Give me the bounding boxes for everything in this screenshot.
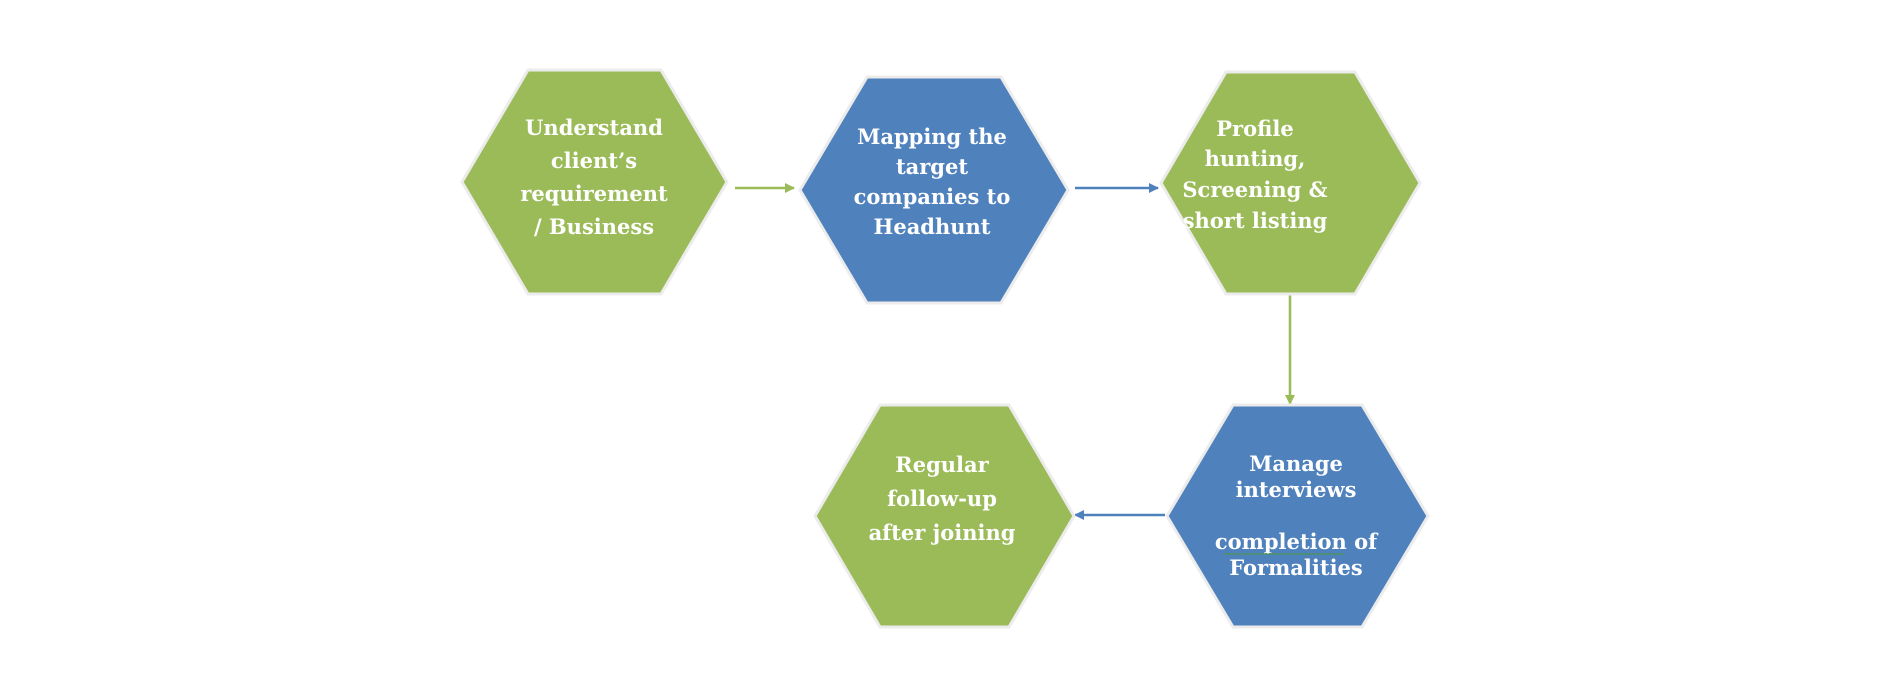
node-manage-line-1: Manage [1249,451,1343,476]
node-manage-line-4: completion of [1215,529,1379,554]
node-understand-line-1: Understand [525,115,663,140]
node-manage-line-5: Formalities [1229,555,1362,580]
node-mapping-line-2: target [896,154,968,179]
node-mapping-line-1: Mapping the [857,124,1007,149]
node-profile-line-1: Profile [1216,116,1293,141]
node-manage-line-2: interviews [1236,477,1357,502]
hexagon-node-understand: Understand client’s requirement / Busine… [460,68,729,296]
node-regular-line-1: Regular [895,452,989,477]
node-profile-line-4: short listing [1183,208,1328,233]
node-regular-line-3: after joining [869,520,1016,545]
hexagon-node-mapping: Mapping the target companies to Headhunt [798,75,1070,305]
hexagon-node-manage: Manage interviews completion of Formalit… [1165,403,1430,629]
node-profile-line-2: hunting, [1205,146,1306,171]
hexagon-node-regular: Regular follow-up after joining [813,403,1076,629]
node-regular-line-2: follow-up [887,486,997,511]
node-mapping-line-4: Headhunt [874,214,991,239]
node-understand-line-4: / Business [534,214,654,239]
node-understand-line-3: requirement [520,181,668,206]
node-mapping-line-3: companies to [854,184,1011,209]
node-understand-line-2: client’s [551,148,637,173]
node-profile-line-3: Screening & [1182,177,1327,202]
hexagon-node-profile: Profile hunting, Screening & short listi… [1159,70,1422,296]
